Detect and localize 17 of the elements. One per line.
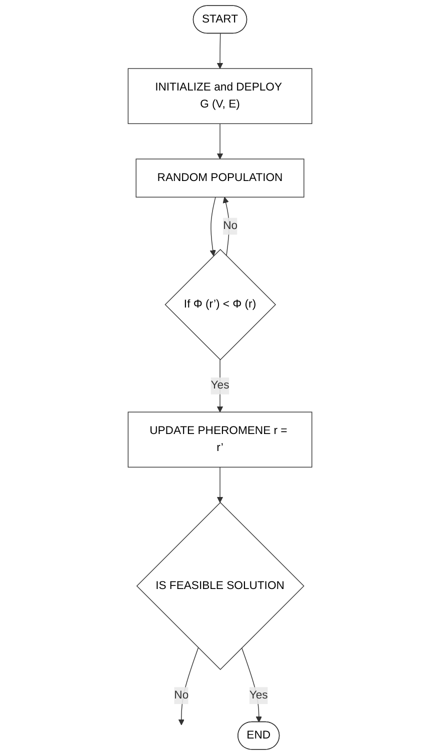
arrow — [216, 466, 224, 503]
arrow — [241, 647, 262, 722]
arrow — [222, 196, 230, 256]
arrow — [216, 359, 224, 412]
node-diamond: IS FEASIBLE SOLUTION — [136, 502, 304, 670]
node-box: RANDOM POPULATION — [136, 158, 304, 198]
edge-label: Yes — [210, 380, 230, 392]
node-box: INITIALIZE and DEPLOY G (V, E) — [128, 68, 312, 124]
node-diamond: If Φ (r’) < Φ (r) — [164, 248, 276, 360]
edge-label: No — [223, 220, 238, 232]
edge-label: Yes — [249, 689, 268, 702]
arrow — [216, 123, 224, 160]
arrow — [216, 33, 224, 69]
edge-label: No — [174, 689, 189, 702]
arrow — [210, 196, 216, 256]
arrow — [178, 647, 199, 726]
node-box: UPDATE PHEROMENE r = r’ — [128, 412, 312, 468]
